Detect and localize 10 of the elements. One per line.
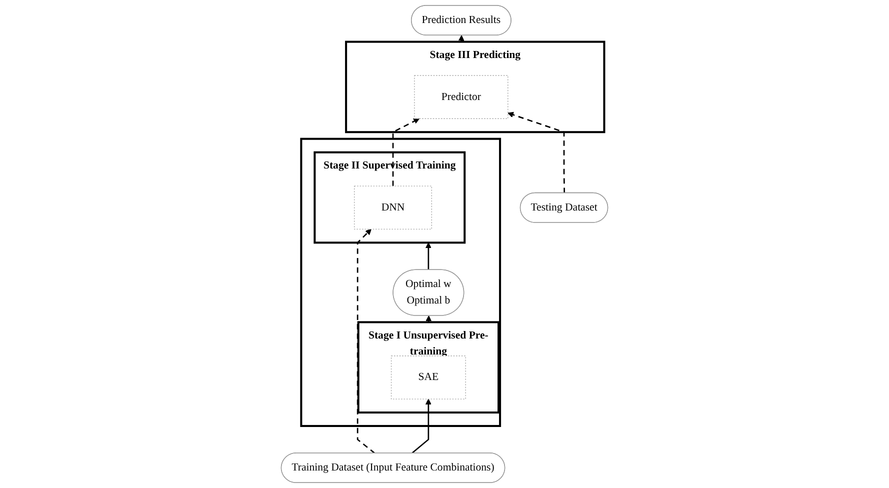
arrow [508, 112, 566, 194]
arrow [392, 118, 420, 186]
arrow [411, 398, 432, 454]
arrow [458, 35, 464, 42]
arrow [425, 242, 432, 270]
arrow [356, 228, 376, 454]
node-box: SAE [390, 356, 466, 400]
node-box: DNN [354, 186, 432, 230]
node-box: Predictor [414, 75, 508, 119]
arrow [426, 316, 432, 322]
